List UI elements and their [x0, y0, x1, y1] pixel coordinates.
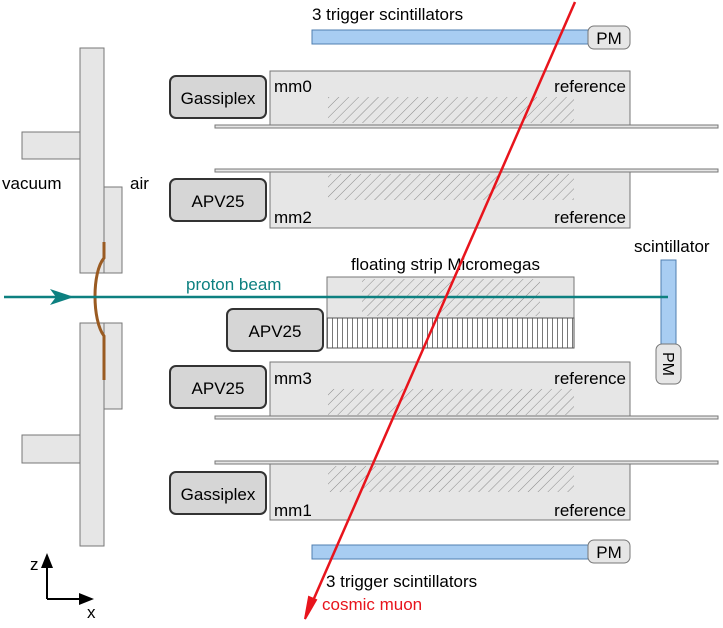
floating-strip-readout [326, 317, 575, 349]
mm1-readout-box [169, 471, 267, 515]
trigger-bottom-label: 3 trigger scintillators [326, 572, 477, 591]
mm2-reference: reference [554, 208, 626, 227]
mm3-name: mm3 [274, 369, 312, 388]
cosmic-muon-label: cosmic muon [322, 595, 422, 614]
detector-mm3: APV25 mm3 reference [169, 361, 719, 420]
upper-clamp [103, 186, 123, 274]
trigger-scintillator-bottom [311, 544, 589, 560]
mm0-name: mm0 [274, 77, 312, 96]
pm-top [587, 25, 631, 50]
pm-bottom-label: PM [596, 543, 622, 562]
mm0-reference: reference [554, 77, 626, 96]
scintillator-right [660, 259, 677, 345]
mm1-name: mm1 [274, 501, 312, 520]
detector-mm0: Gassiplex mm0 reference [169, 70, 719, 129]
floating-readout-box [226, 308, 324, 352]
pm-right [655, 343, 682, 385]
upper-flange [79, 47, 105, 274]
mm2-readout-box [169, 178, 267, 222]
cosmic-muon-track [310, 1, 577, 604]
mm0-active-area [328, 97, 574, 123]
upper-flange-stub [21, 131, 81, 160]
trigger-top-label: 3 trigger scintillators [312, 5, 463, 24]
axis-x-label: x [87, 603, 96, 622]
axis-z-label: z [30, 555, 39, 574]
trigger-scintillator-top [311, 29, 589, 45]
floating-readout-label: APV25 [249, 322, 302, 341]
axis-arrows-icon [41, 553, 94, 605]
arrow-right-icon [50, 289, 74, 305]
pm-right-label: PM [659, 352, 676, 376]
mm3-active-area [328, 389, 574, 415]
mm2-name: mm2 [274, 208, 312, 227]
mm2-active-area [328, 174, 574, 200]
mm1-reference: reference [554, 501, 626, 520]
mm1-readout-label: Gassiplex [181, 485, 256, 504]
pm-top-label: PM [596, 29, 622, 48]
arrow-down-icon [304, 595, 318, 620]
mm0-readout-label: Gassiplex [181, 89, 256, 108]
detector-mm2: APV25 mm2 reference [169, 168, 719, 229]
detector-floating-strip: floating strip Micromegas APV25 [226, 255, 575, 352]
mm0-readout-box [169, 75, 267, 119]
mm3-readout-label: APV25 [192, 379, 245, 398]
lower-flange [79, 322, 105, 547]
lower-clamp [103, 322, 123, 410]
scintillator-label: scintillator [634, 237, 710, 256]
vacuum-label: vacuum [2, 174, 62, 193]
mm3-baseplate [214, 415, 719, 420]
proton-beam-label: proton beam [186, 275, 281, 294]
mm3-reference: reference [554, 369, 626, 388]
beam-window-structure [21, 47, 123, 547]
detector-mm1: Gassiplex mm1 reference [169, 460, 719, 521]
air-label: air [130, 174, 149, 193]
pm-bottom [587, 539, 631, 564]
mm3-readout-box [169, 365, 267, 409]
lower-flange-stub [21, 434, 81, 464]
mm0-baseplate [214, 124, 719, 129]
mm2-readout-label: APV25 [192, 192, 245, 211]
floating-strip-label: floating strip Micromegas [351, 255, 540, 274]
